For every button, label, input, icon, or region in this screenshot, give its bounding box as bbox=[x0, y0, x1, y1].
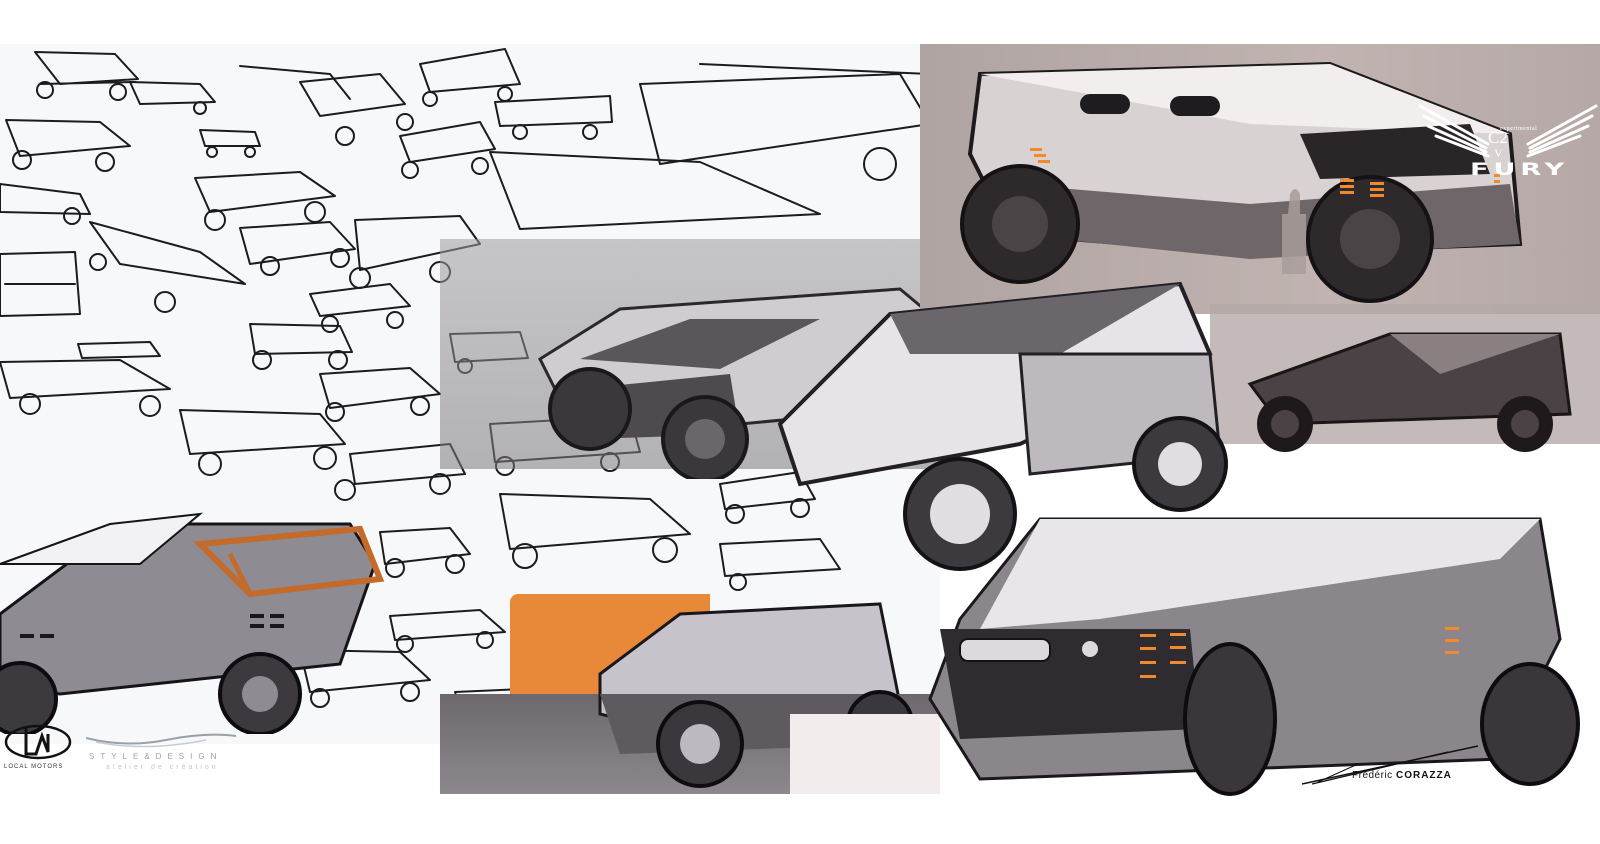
sketch-board: experimental C2 V FURY bbox=[0, 44, 1600, 796]
signature-last-name: CORAZZA bbox=[1395, 770, 1452, 781]
logo-experimental-label: experimental bbox=[1500, 126, 1538, 132]
signature-name: Frédéric CORAZZA bbox=[1352, 770, 1452, 781]
low-buggy-render bbox=[1247, 332, 1572, 452]
logo-letter: V bbox=[1494, 146, 1503, 160]
front-suv-render bbox=[777, 281, 1228, 571]
style-design-swoosh-icon bbox=[86, 733, 236, 748]
logo-model: C2 bbox=[1488, 128, 1508, 147]
front-armored-render bbox=[928, 517, 1580, 796]
signature-swoosh-icon bbox=[1301, 745, 1479, 785]
human-figure-scale bbox=[1282, 189, 1306, 274]
local-motors-label: LOCAL MOTORS bbox=[4, 764, 64, 770]
fury-van-render bbox=[960, 61, 1523, 303]
local-motors-logo-icon bbox=[4, 724, 72, 760]
wings-logo-icon bbox=[1418, 104, 1598, 158]
pale-panel-bottom bbox=[790, 714, 940, 794]
signature-first-name: Frédéric bbox=[1352, 770, 1393, 781]
style-design-subtitle: atelier de création bbox=[106, 764, 219, 771]
logo-fury: FURY bbox=[1470, 160, 1570, 180]
orange-cage-buggy bbox=[0, 512, 385, 734]
style-design-title: STYLE&DESIGN bbox=[89, 752, 223, 761]
